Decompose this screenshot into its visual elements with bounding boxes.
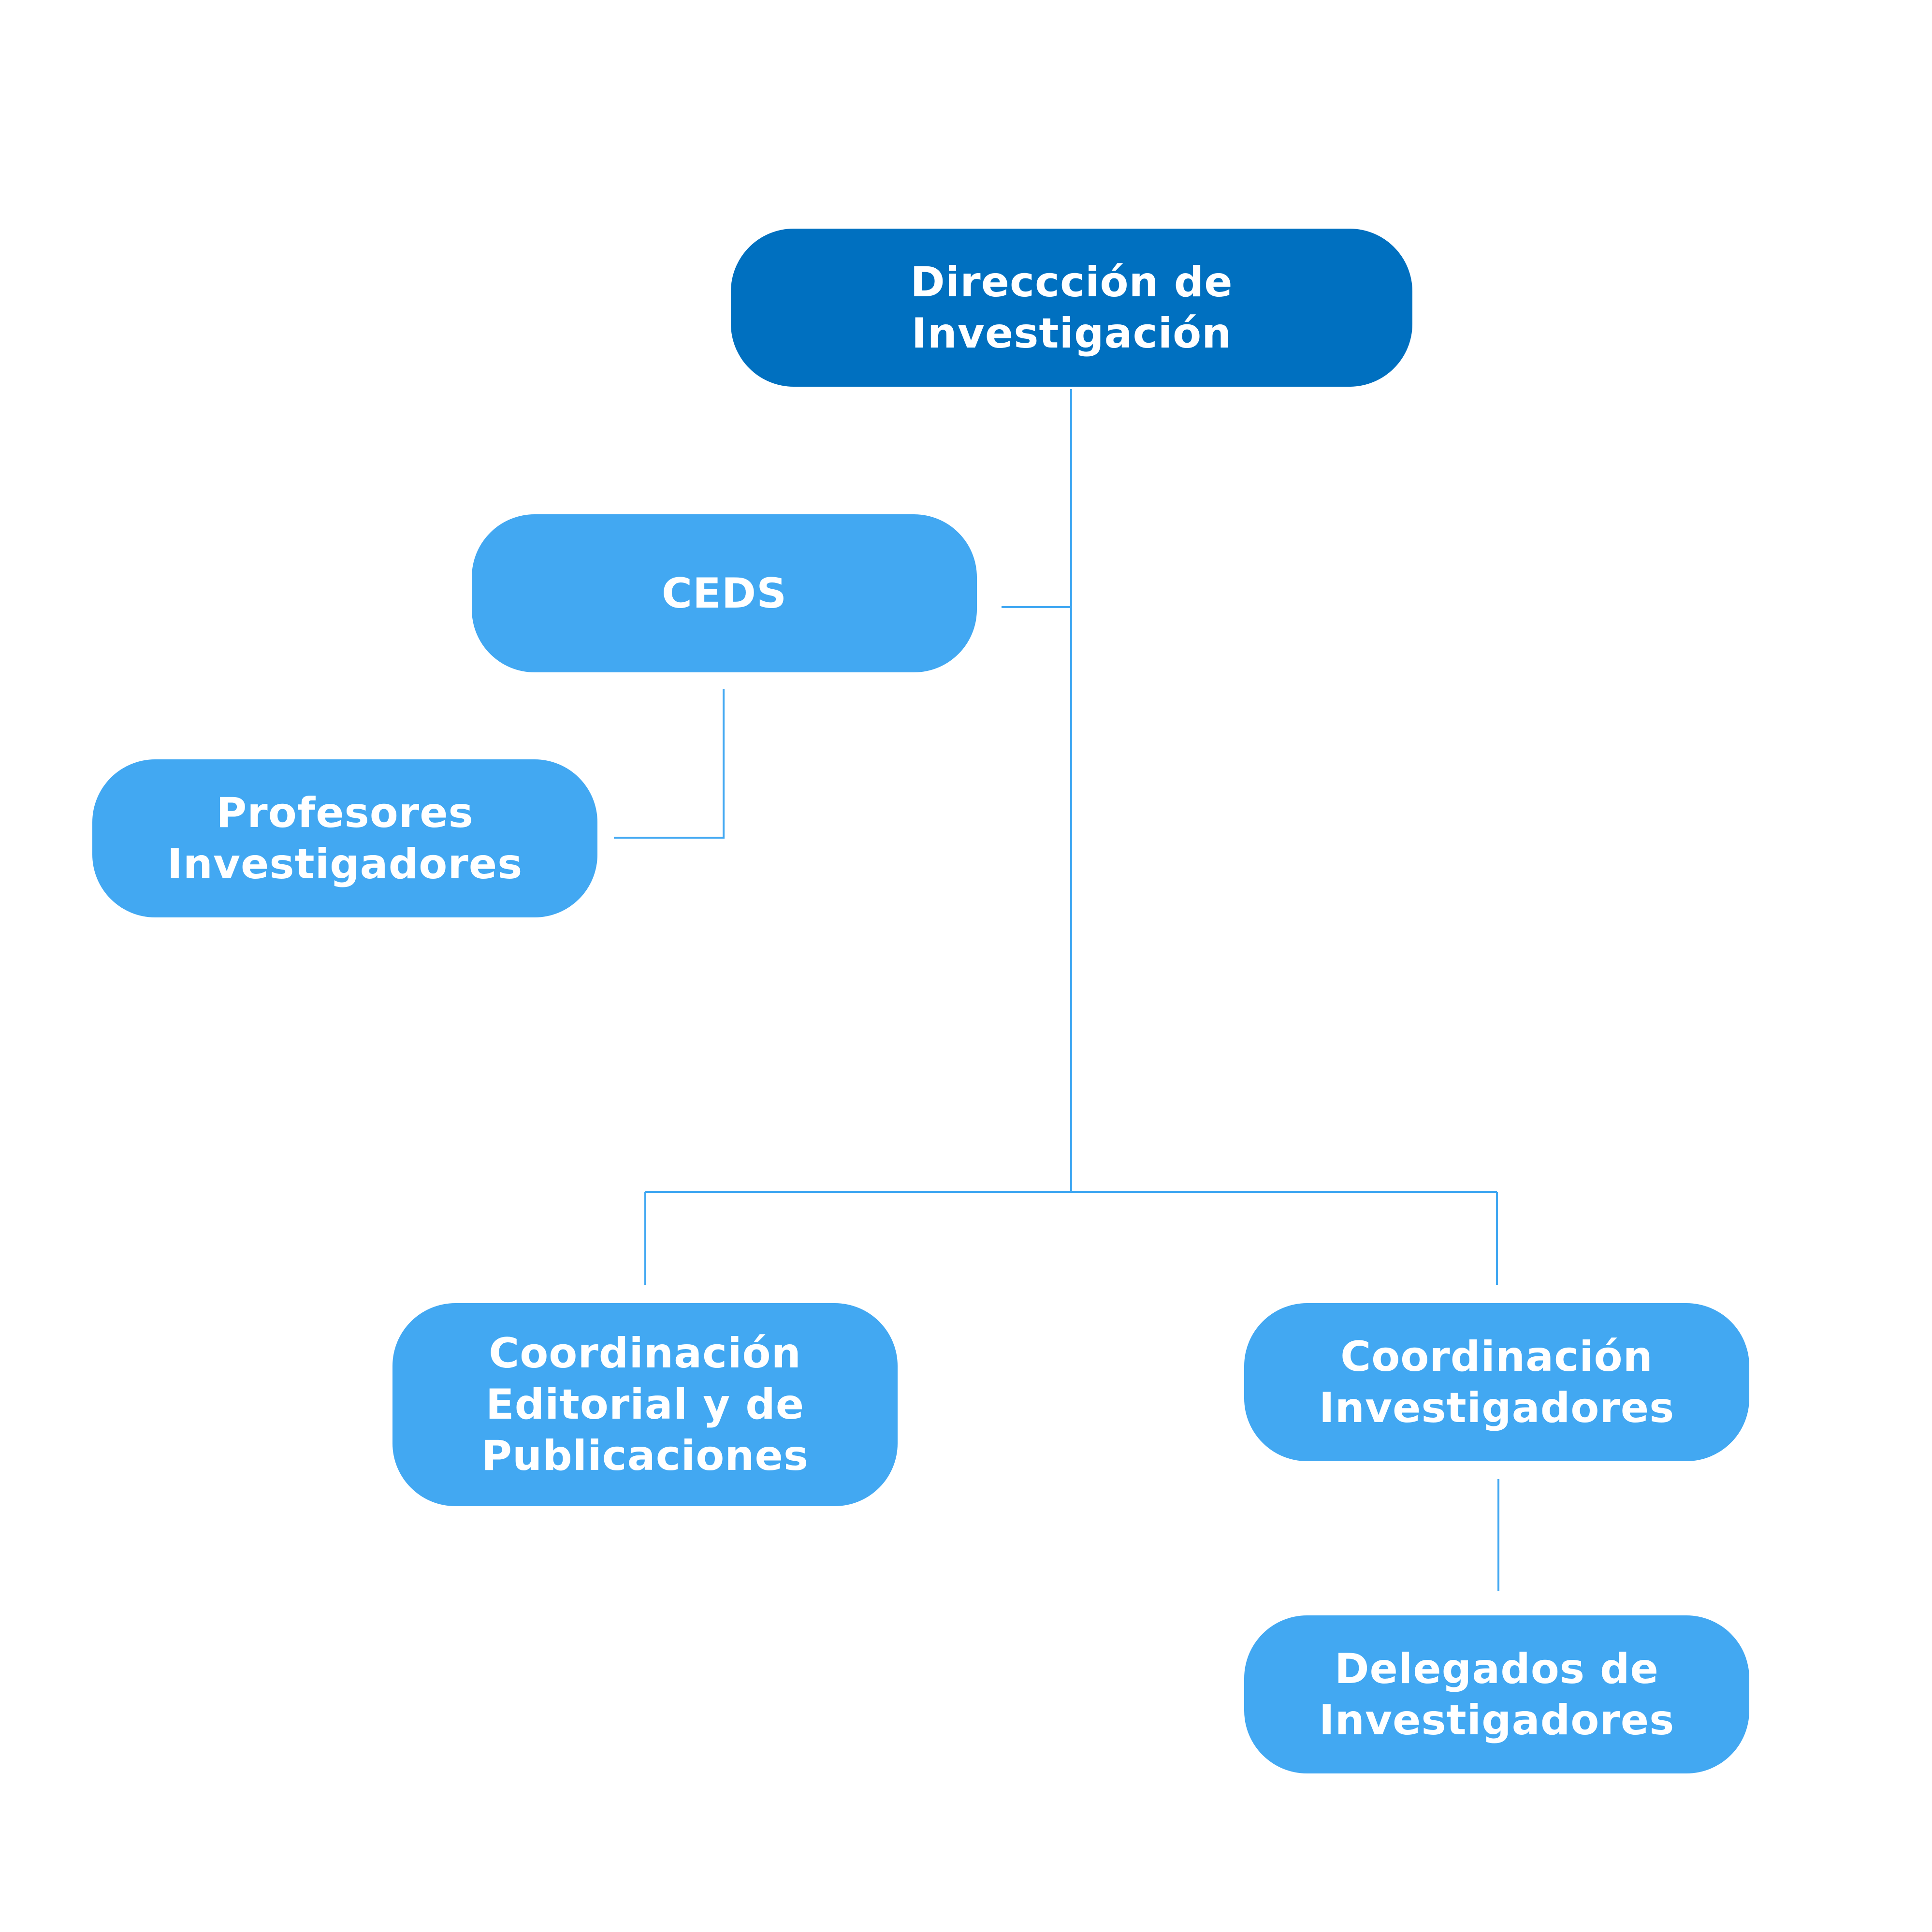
node-delegados-investigadores: Delegados de Investigadores [1244, 1615, 1749, 1773]
node-ceds: CEDS [472, 514, 977, 672]
node-coordinacion-investigadores: Coordinación Investigadores [1244, 1303, 1749, 1461]
node-coordinacion-editorial: Coordinación Editorial y de Publicacione… [392, 1303, 898, 1506]
node-label: Direccción de Investigación [910, 258, 1233, 358]
node-label: Coordinación Editorial y de Publicacione… [481, 1329, 809, 1480]
node-label: Coordinación Investigadores [1319, 1332, 1675, 1432]
node-label: CEDS [661, 569, 787, 618]
node-label: Delegados de Investigadores [1319, 1644, 1675, 1744]
connector-ceds-to-profesores [614, 689, 725, 839]
node-direccion-investigacion: Direccción de Investigación [731, 229, 1412, 387]
node-profesores-investigadores: Profesores Investigadores [92, 759, 597, 917]
node-label: Profesores Investigadores [167, 788, 523, 888]
